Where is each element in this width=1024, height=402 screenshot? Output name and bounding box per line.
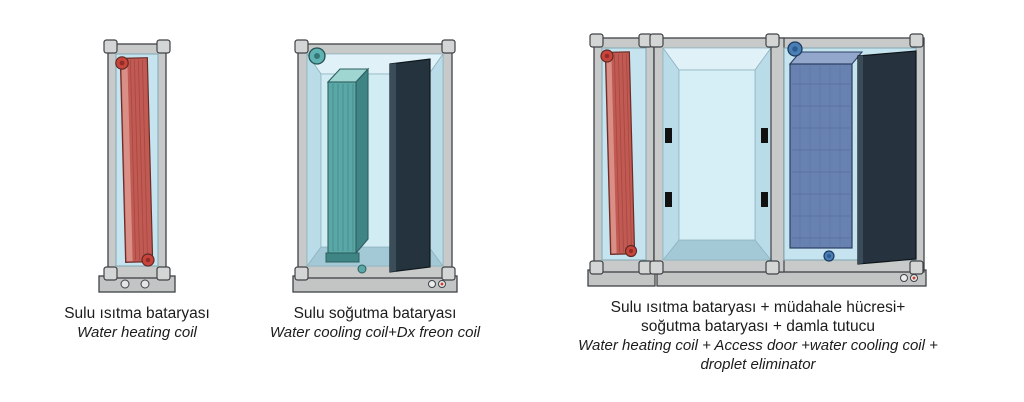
- caption-english: Water heating coil: [77, 324, 197, 341]
- heating-pipe-connection-bottom: [624, 244, 638, 258]
- cooling-pipe-connection-bottom: [823, 250, 835, 262]
- frame-corner-joints: [294, 39, 456, 281]
- caption-english-line2: droplet eliminator: [700, 356, 816, 373]
- caption-turkish-line2: soğutma bataryası + damla tutucu: [641, 318, 875, 335]
- water-cooling-coil: [325, 67, 370, 274]
- cooling-section: [783, 41, 917, 265]
- water-heating-coil-illustration: [98, 39, 176, 293]
- caption-english: Water cooling coil+Dx freon coil: [269, 324, 481, 341]
- caption-turkish: Sulu soğutma bataryası: [293, 305, 457, 322]
- combined-unit-illustration: [587, 33, 927, 287]
- dx-freon-coil-panel: [389, 58, 431, 273]
- caption-combined-unit: Sulu ısıtma bataryası + müdahale hücresi…: [578, 298, 938, 374]
- heating-pipe-connection-bottom: [141, 253, 155, 267]
- figure-water-cooling-coil-dx: Sulu soğutma bataryası Water cooling coi…: [258, 36, 492, 342]
- access-door-section: [662, 46, 772, 262]
- cooling-pipe-connection-top: [787, 41, 803, 57]
- figure-combined-unit: Sulu ısıtma bataryası + müdahale hücresi…: [528, 30, 988, 374]
- water-cooling-coil-illustration: [292, 39, 458, 293]
- caption-water-heating-coil: Sulu ısıtma bataryası Water heating coil: [64, 304, 210, 342]
- heating-pipe-connection-top: [600, 49, 614, 63]
- caption-turkish: Sulu ısıtma bataryası: [64, 305, 210, 322]
- droplet-eliminator-panel: [857, 50, 917, 265]
- heating-coil: [119, 57, 154, 263]
- base-plates: [587, 269, 927, 287]
- frame-divider-column: [770, 37, 785, 273]
- door-hinges: [665, 128, 768, 207]
- heating-pipe-connection-top: [115, 56, 129, 70]
- frame-corner-joints: [589, 33, 924, 275]
- figure-water-heating-coil: Sulu ısıtma bataryası Water heating coil: [20, 36, 254, 342]
- caption-water-cooling-coil: Sulu soğutma bataryası Water cooling coi…: [270, 304, 480, 342]
- water-cooling-coil-blue: [788, 51, 864, 249]
- heating-coil: [604, 51, 636, 256]
- frame-corner-joints: [103, 39, 171, 281]
- caption-turkish-line1: Sulu ısıtma bataryası + müdahale hücresi…: [610, 299, 906, 316]
- cooling-pipe-connection-top: [308, 47, 326, 65]
- caption-english-line1: Water heating coil + Access door +water …: [578, 337, 938, 354]
